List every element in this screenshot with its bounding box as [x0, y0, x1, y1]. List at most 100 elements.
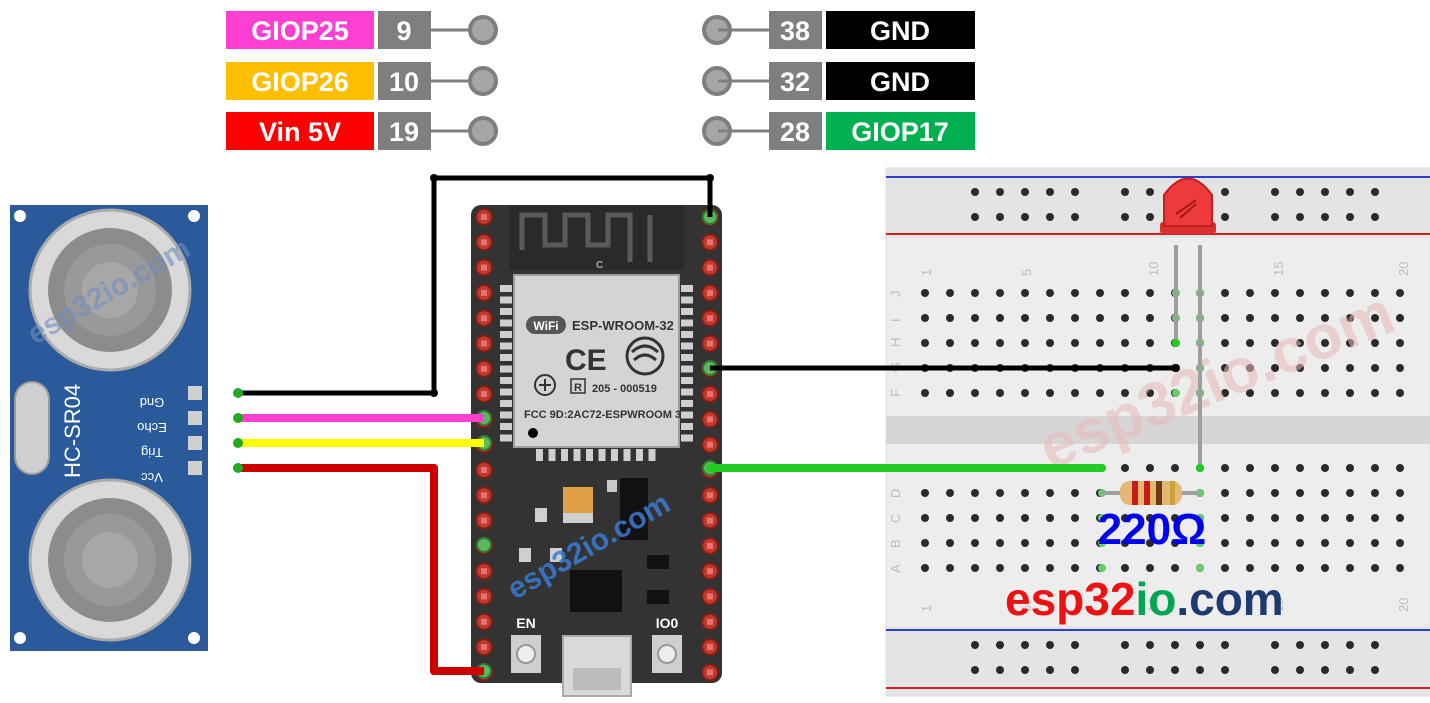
- usb-uart-chip: [570, 570, 622, 612]
- micro-usb-port: [562, 635, 632, 697]
- breadboard-hole: [1221, 464, 1229, 472]
- legend-label-box: [826, 11, 975, 49]
- breadboard-hole: [1321, 339, 1329, 347]
- breadboard-hole: [921, 564, 929, 572]
- breadboard-hole: [996, 339, 1004, 347]
- module-pad: [500, 411, 512, 419]
- header-pin: [701, 309, 719, 328]
- connected-hole: [1196, 539, 1204, 547]
- breadboard-hole: [1146, 464, 1154, 472]
- header-pin-used: [476, 537, 492, 553]
- header-pin: [475, 283, 493, 302]
- module-pad: [500, 342, 512, 350]
- breadboard-hole: [1396, 489, 1404, 497]
- sensor-pin-label-echo: Echo: [137, 420, 167, 435]
- breadboard-hole: [1371, 289, 1379, 297]
- io0-button[interactable]: [652, 635, 682, 673]
- header-pin: [701, 638, 719, 657]
- breadboard-hole: [1396, 514, 1404, 522]
- legend-label: GIOP25: [251, 16, 349, 46]
- rail-hole: [1196, 641, 1204, 649]
- breadboard-hole: [921, 539, 929, 547]
- breadboard-hole: [1296, 514, 1304, 522]
- breadboard-hole: [1321, 539, 1329, 547]
- legend-label: GIOP26: [251, 67, 349, 97]
- rail-hole: [1171, 666, 1179, 674]
- sensor-pin-trig: [188, 436, 202, 450]
- breadboard-hole: [971, 389, 979, 397]
- legend-num: 19: [389, 117, 419, 147]
- breadboard-hole: [1321, 464, 1329, 472]
- breadboard-hole: [1296, 339, 1304, 347]
- rail-hole: [1221, 213, 1229, 221]
- rail-hole: [1271, 188, 1279, 196]
- header-pin: [701, 612, 719, 631]
- en-button[interactable]: [511, 635, 541, 673]
- c-mark: C: [596, 260, 603, 271]
- breadboard-hole: [1371, 464, 1379, 472]
- brand-part-3: .com: [1176, 573, 1283, 625]
- legend-row-gnd-32: 32 GND: [702, 62, 975, 100]
- row-letter: D: [888, 489, 903, 498]
- module-name: ESP-WROOM-32: [572, 318, 674, 333]
- module-pad: [681, 400, 693, 407]
- row-letter: J: [888, 291, 903, 298]
- header-pin: [475, 562, 493, 581]
- breadboard-hole: [1146, 389, 1154, 397]
- breadboard-hole: [1121, 564, 1129, 572]
- breadboard-hole: [1371, 339, 1379, 347]
- breadboard-hole: [1296, 464, 1304, 472]
- rail-hole: [1321, 641, 1329, 649]
- ultrasonic-transducer-top: [28, 208, 192, 372]
- esp32-board: C WiFi ESP-WROOM-32 CE R 205 - 000519 FC…: [471, 205, 722, 697]
- sensor-crystal: [14, 381, 50, 475]
- brand-part-1: esp32: [1005, 573, 1135, 625]
- breadboard-hole: [946, 539, 954, 547]
- breadboard-hole: [1246, 489, 1254, 497]
- breadboard-hole: [1121, 464, 1129, 472]
- breadboard-hole: [971, 314, 979, 322]
- module-pad: [681, 423, 693, 430]
- breadboard-hole: [1321, 514, 1329, 522]
- breadboard-hole: [1346, 564, 1354, 572]
- breadboard-hole: [1171, 464, 1179, 472]
- header-pin: [475, 309, 493, 328]
- breadboard-hole: [946, 564, 954, 572]
- breadboard-hole: [1346, 514, 1354, 522]
- breadboard-hole: [1246, 339, 1254, 347]
- breadboard: J I H G F E D C B A 1 5 10 15 20 1 5 10 …: [885, 167, 1430, 697]
- rail-hole: [1046, 666, 1054, 674]
- breadboard-hole: [1371, 314, 1379, 322]
- breadboard-hole: [1296, 289, 1304, 297]
- wires: [233, 174, 1180, 675]
- header-pin: [701, 587, 719, 606]
- rail-hole: [1071, 666, 1079, 674]
- rail-hole: [1121, 213, 1129, 221]
- breadboard-hole: [1346, 489, 1354, 497]
- sensor-model-label: HC-SR04: [60, 384, 85, 478]
- legend-num-box: [769, 62, 822, 100]
- rail-hole: [1046, 188, 1054, 196]
- header-pin: [475, 638, 493, 657]
- rail-hole: [1346, 188, 1354, 196]
- rail-hole: [1146, 666, 1154, 674]
- sensor-pin-vcc: [188, 461, 202, 475]
- module-pad: [500, 296, 512, 304]
- legend-num: 38: [780, 16, 810, 46]
- rail-hole: [971, 213, 979, 221]
- ldo-chip: [620, 478, 648, 540]
- module-pad: [681, 342, 693, 350]
- esp32-module-shield: [513, 274, 680, 448]
- rail-hole: [1021, 213, 1029, 221]
- breadboard-hole: [996, 564, 1004, 572]
- pin-dot: [468, 116, 498, 146]
- breadboard-hole: [1021, 339, 1029, 347]
- pin1-marker: [528, 428, 538, 438]
- connected-hole: [1098, 539, 1106, 547]
- breadboard-hole: [1271, 364, 1279, 372]
- rail-hole: [1021, 666, 1029, 674]
- rail-hole: [1021, 641, 1029, 649]
- module-pad: [648, 449, 656, 461]
- header-pin: [701, 334, 719, 353]
- breadboard-hole: [1296, 314, 1304, 322]
